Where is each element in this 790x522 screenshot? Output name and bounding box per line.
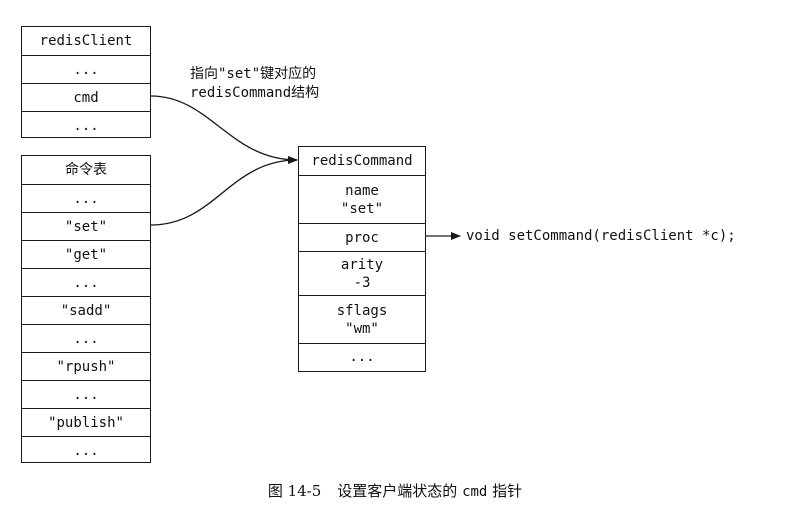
sflags-value: "wm" bbox=[345, 320, 379, 337]
redis-command-struct: redisCommand name "set" proc arity -3 sf… bbox=[298, 146, 426, 372]
redis-command-sflags-field: sflags "wm" bbox=[299, 295, 425, 343]
command-table-row: ... bbox=[22, 268, 150, 296]
redis-client-struct: redisClient ... cmd ... bbox=[21, 26, 151, 138]
redis-command-arity-field: arity -3 bbox=[299, 251, 425, 295]
caption-text-before: 设置客户端状态的 bbox=[337, 482, 458, 500]
redis-client-ellipsis-1: ... bbox=[22, 55, 150, 83]
command-table-row-set: "set" bbox=[22, 212, 150, 240]
annotation-line-1: 指向"set"键对应的 bbox=[190, 66, 317, 82]
redis-client-title: redisClient bbox=[39, 33, 133, 49]
set-entry-arrow bbox=[150, 156, 298, 226]
name-label: name bbox=[345, 182, 379, 199]
redis-command-proc-field: proc bbox=[299, 223, 425, 251]
command-table-row: ... bbox=[22, 324, 150, 352]
sflags-label: sflags bbox=[336, 302, 388, 319]
command-table-title: 命令表 bbox=[65, 162, 107, 178]
proc-target-function: void setCommand(redisClient *c); bbox=[466, 228, 736, 244]
command-table-row-sadd: "sadd" bbox=[22, 296, 150, 324]
command-table-row: ... bbox=[22, 436, 150, 464]
arity-value: -3 bbox=[353, 274, 371, 291]
redis-command-name-field: name "set" bbox=[299, 175, 425, 223]
command-table-row-publish: "publish" bbox=[22, 408, 150, 436]
caption-code: cmd bbox=[462, 484, 488, 500]
redis-command-ellipsis: ... bbox=[299, 343, 425, 370]
command-table-row: ... bbox=[22, 184, 150, 212]
command-table-row: ... bbox=[22, 380, 150, 408]
cmd-pointer-arrow bbox=[150, 95, 298, 164]
caption-text-after: 指针 bbox=[492, 482, 523, 500]
redis-command-title: redisCommand bbox=[311, 153, 413, 169]
redis-client-ellipsis-2: ... bbox=[22, 111, 150, 139]
command-table-row-get: "get" bbox=[22, 240, 150, 268]
annotation: 指向"set"键对应的 redisCommand结构 bbox=[190, 65, 319, 103]
command-table-row-rpush: "rpush" bbox=[22, 352, 150, 380]
arity-label: arity bbox=[340, 256, 384, 273]
redis-client-cmd-field: cmd bbox=[22, 83, 150, 111]
annotation-line-2: redisCommand结构 bbox=[190, 85, 320, 101]
command-table: 命令表 ... "set" "get" ... "sadd" ... "rpus… bbox=[21, 155, 151, 463]
figure-caption: 图 14-5 设置客户端状态的 cmd 指针 bbox=[0, 480, 790, 501]
figure-number: 图 14-5 bbox=[267, 482, 322, 500]
name-value: "set" bbox=[340, 200, 384, 217]
